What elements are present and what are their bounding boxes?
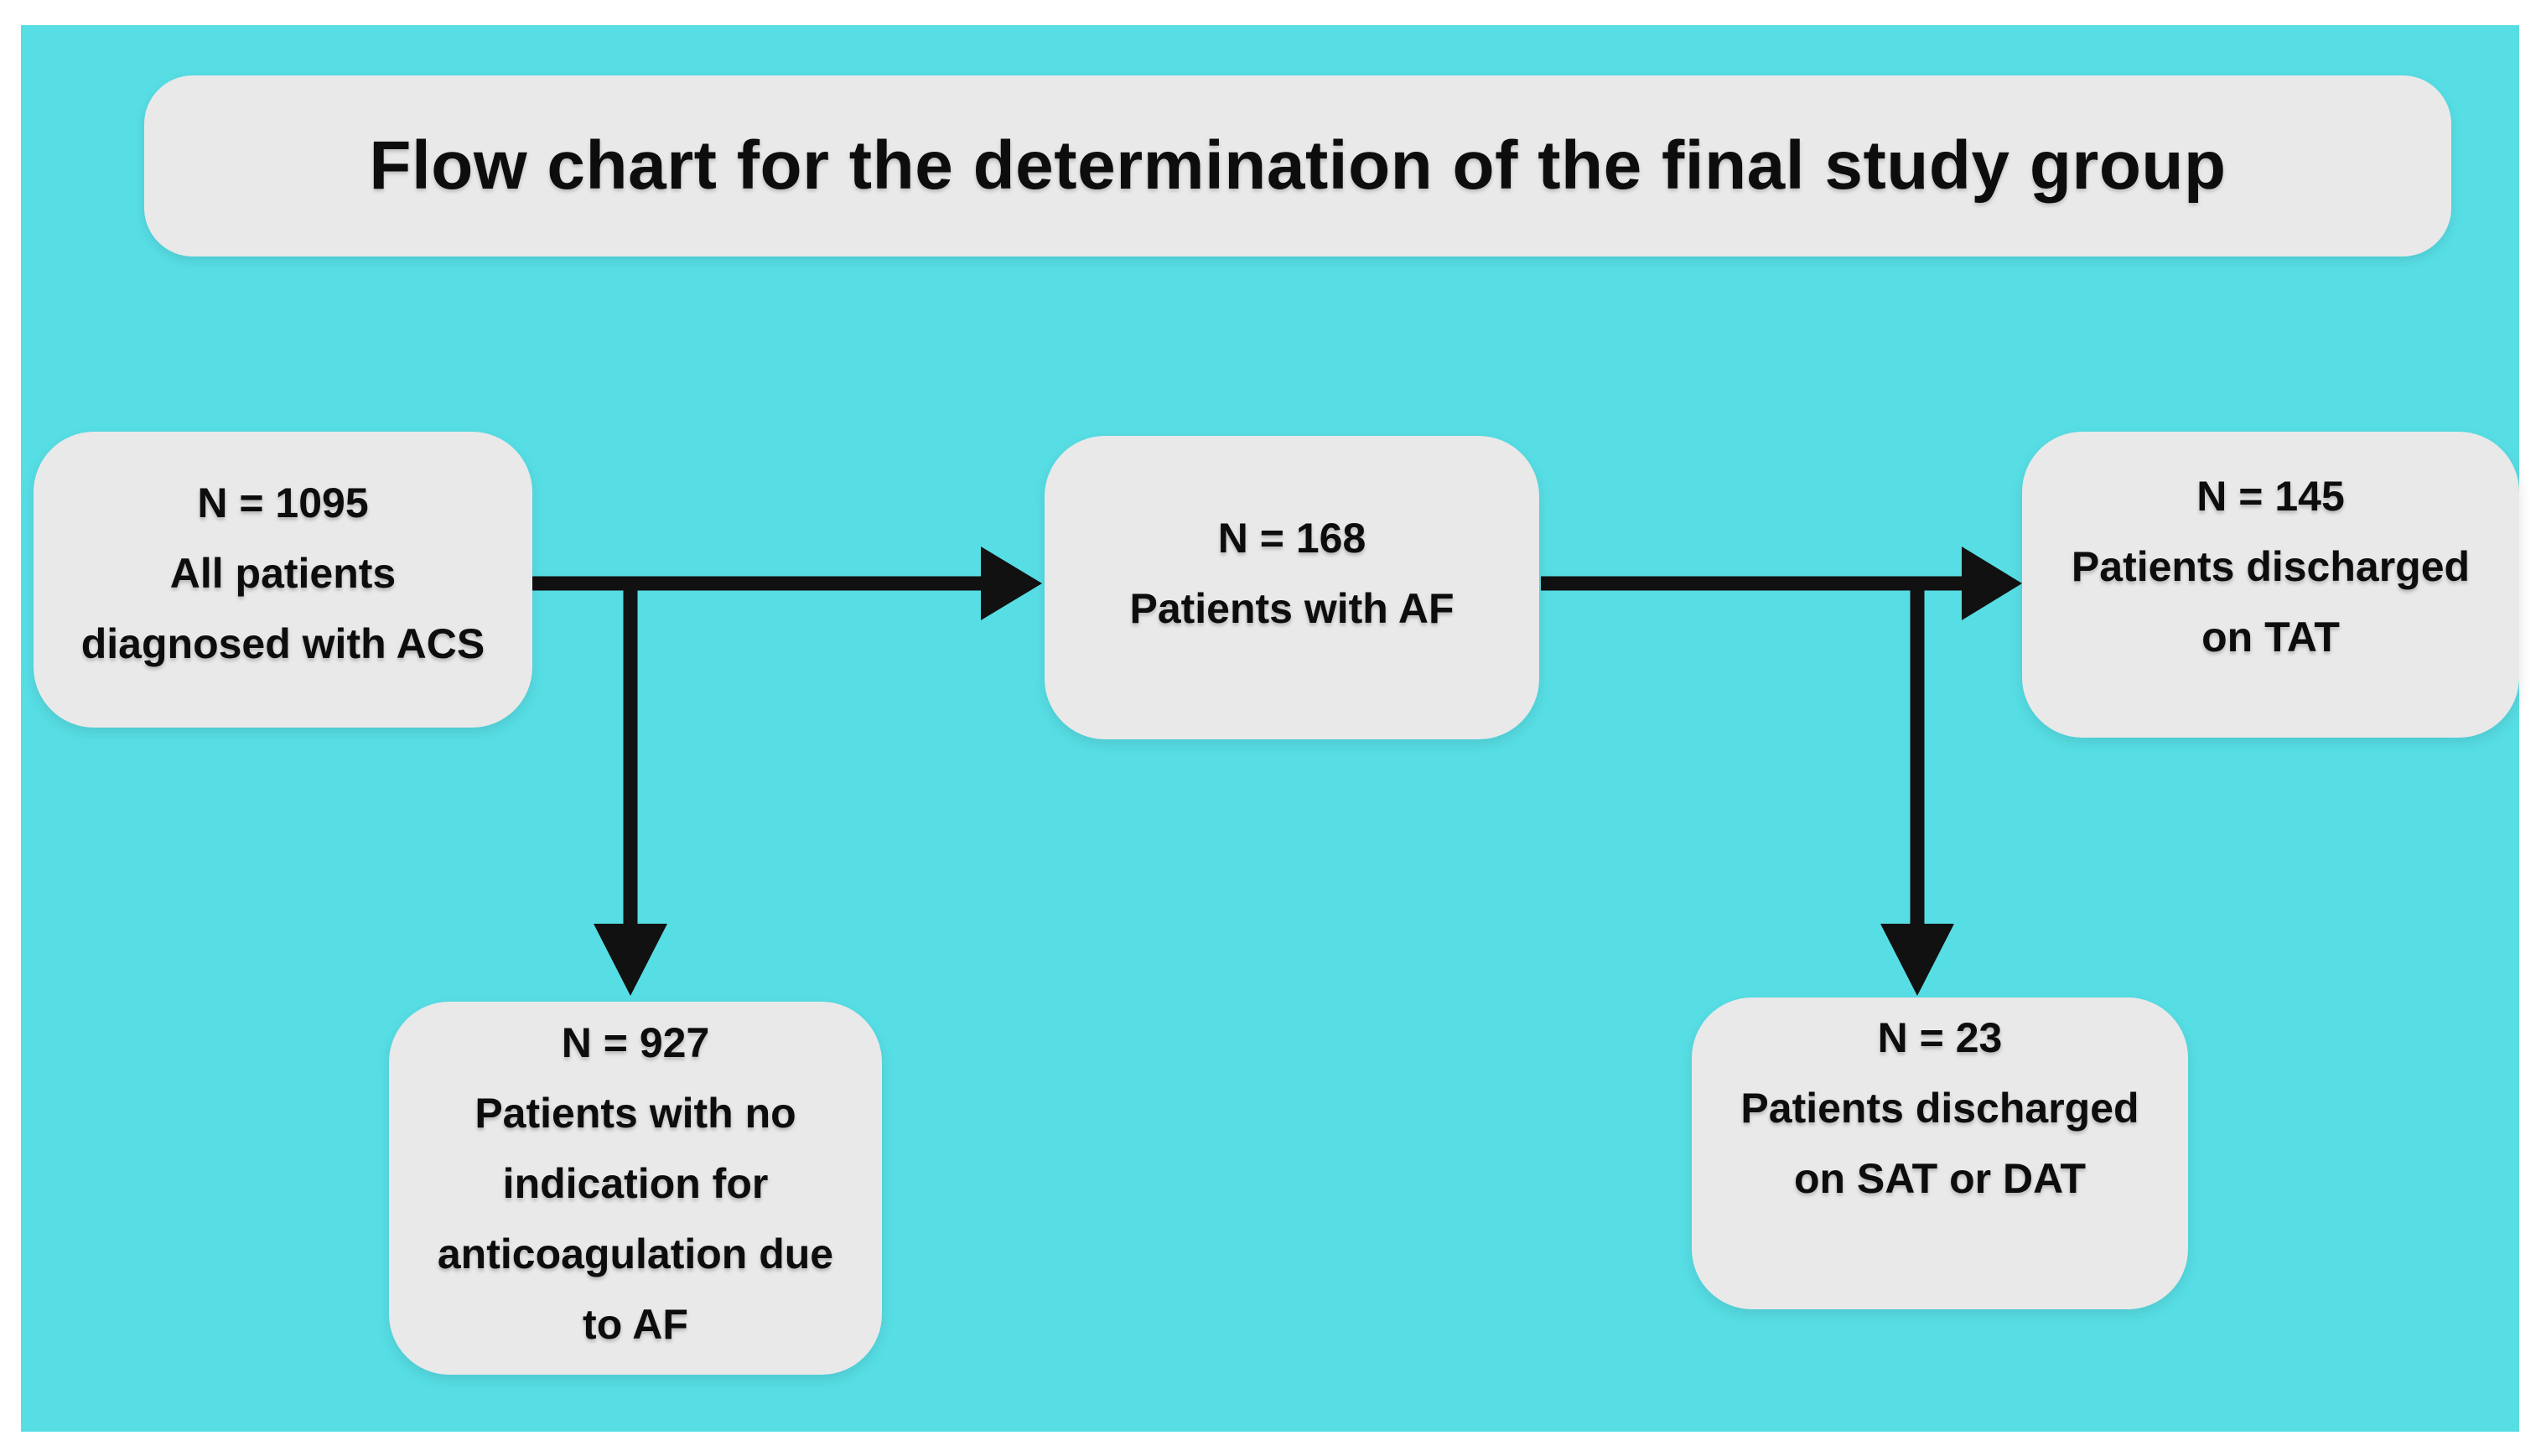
page-title: Flow chart for the determination of the … <box>369 127 2227 204</box>
node-count: N = 927 <box>561 1018 710 1066</box>
node-discharged-on-sat-or-dat: N = 23 Patients discharged on SAT or DAT <box>1692 997 2188 1309</box>
node-count: N = 145 <box>2196 472 2345 520</box>
node-label: Patients discharged on SAT or DAT <box>1740 1085 2139 1202</box>
node-discharged-on-tat: N = 145 Patients discharged on TAT <box>2022 432 2519 738</box>
node-count: N = 23 <box>1877 1014 2003 1061</box>
node-label: Patients discharged on TAT <box>2071 542 2471 661</box>
node-no-anticoagulation-indication: N = 927 Patients with no indication for … <box>389 1002 882 1375</box>
node-label: All patients diagnosed with ACS <box>80 549 485 667</box>
node-label: Patients with no indication for anticoag… <box>437 1089 834 1348</box>
node-patients-with-af: N = 168 Patients with AF <box>1045 436 1539 739</box>
node-count: N = 168 <box>1217 515 1366 562</box>
node-label: Patients with AF <box>1129 585 1455 632</box>
node-all-patients-acs: N = 1095 All patients diagnosed with ACS <box>34 432 532 728</box>
title-box: Flow chart for the determination of the … <box>144 75 2451 256</box>
node-count: N = 1095 <box>197 479 369 526</box>
